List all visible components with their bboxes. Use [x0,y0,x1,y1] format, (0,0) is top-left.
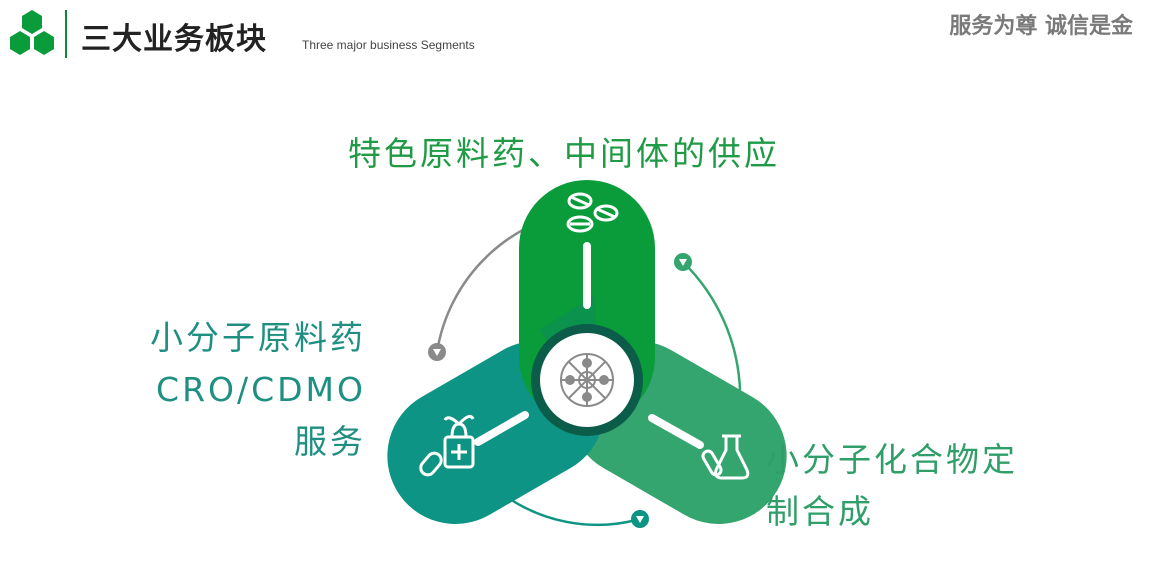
spoke-right [648,414,704,449]
spoke-left [474,411,529,446]
segment-left-label: 小分子原料药 CRO/CDMO 服务 [150,312,366,468]
segment-left-line3: 服务 [294,422,366,461]
pills-icon [566,192,619,233]
page-title: 三大业务板块 [81,22,267,57]
segment-top-label: 特色原料药、中间体的供应 [348,134,780,173]
segment-left-line1: 小分子原料药 [150,318,366,357]
arc-marker-right [674,253,692,271]
slogan: 服务为尊 诚信是金 [949,14,1133,39]
company-logo-hexagons [10,10,54,55]
page-subtitle: Three major business Segments [302,38,475,52]
arc-marker-left [428,343,446,361]
cycle-arc-bottom [499,491,641,527]
header-divider [65,10,67,58]
segment-right-line2: 制合成 [766,492,874,531]
segment-right-label: 小分子化合物定 制合成 [766,434,1018,538]
molecule-network-icon [560,353,614,407]
segment-right-line1: 小分子化合物定 [766,440,1018,479]
arc-marker-bottom [631,510,649,528]
segment-left-line2: CRO/CDMO [156,370,366,409]
medicine-bottle-icon [419,414,475,477]
cycle-arc-right [682,261,742,391]
chemistry-flask-icon [701,434,750,480]
